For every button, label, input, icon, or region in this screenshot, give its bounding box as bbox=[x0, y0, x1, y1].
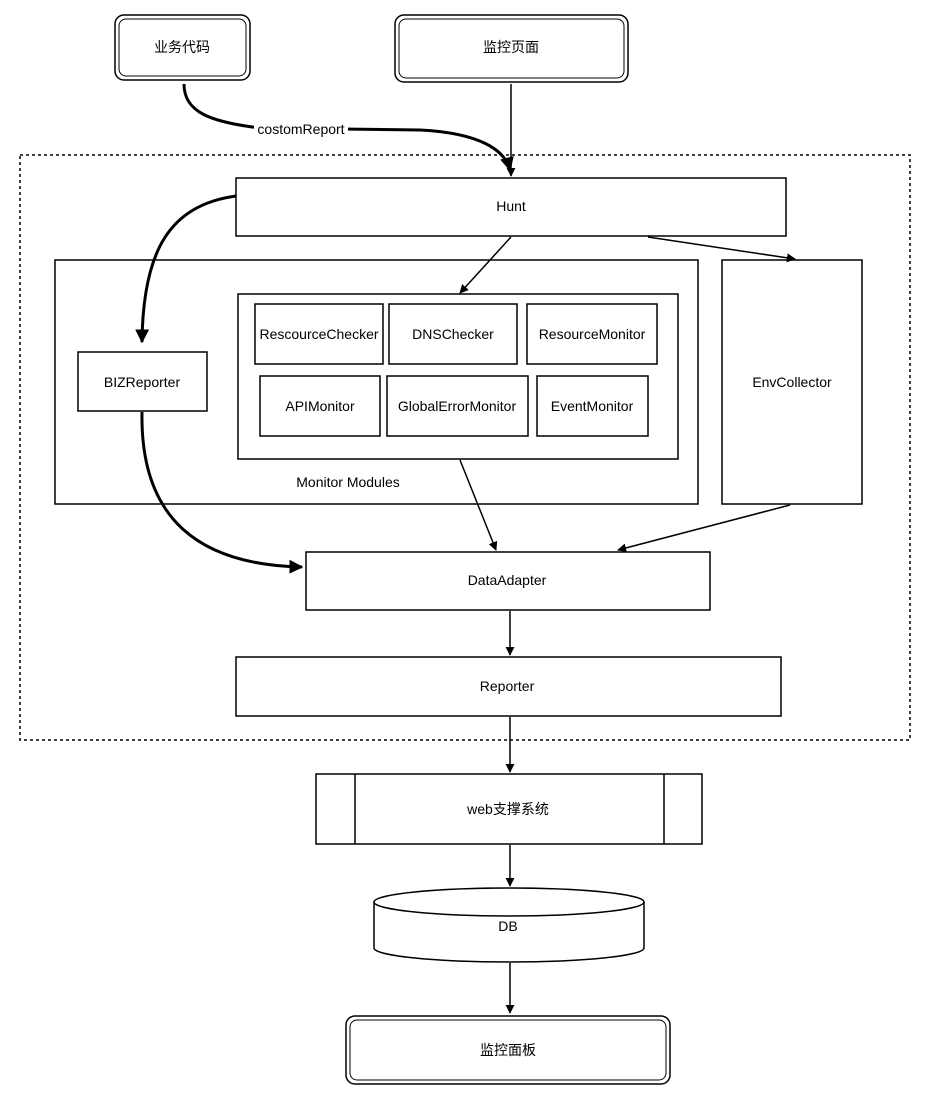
business-code-node: 业务代码 bbox=[114, 14, 251, 81]
edge-hunt-to-env bbox=[647, 236, 796, 263]
db-label: DB bbox=[498, 918, 517, 934]
custom-report-label: costomReport bbox=[257, 121, 344, 137]
global-error-monitor-node: GlobalErrorMonitor bbox=[386, 375, 529, 437]
edge-checkers-to-adapter bbox=[459, 459, 498, 551]
data-adapter-node: DataAdapter bbox=[305, 551, 711, 611]
monitor-page-label: 监控页面 bbox=[483, 39, 539, 55]
edge-label-bg bbox=[254, 120, 348, 138]
data-adapter-label: DataAdapter bbox=[468, 572, 547, 588]
system-boundary bbox=[19, 154, 911, 741]
db-node: DB bbox=[373, 887, 645, 963]
dns-checker-node: DNSChecker bbox=[388, 303, 518, 365]
env-collector-label: EnvCollector bbox=[752, 374, 832, 390]
edge-biz-to-adapter bbox=[140, 411, 304, 574]
resource-checker-node: RescourceChecker bbox=[254, 303, 384, 365]
global-error-monitor-label: GlobalErrorMonitor bbox=[398, 398, 517, 414]
resource-checker-label: RescourceChecker bbox=[259, 326, 378, 342]
reporter-label: Reporter bbox=[480, 678, 535, 694]
web-support-node: web支撑系统 bbox=[315, 773, 703, 845]
biz-reporter-label: BIZReporter bbox=[104, 374, 181, 390]
api-monitor-node: APIMonitor bbox=[259, 375, 381, 437]
business-code-label: 业务代码 bbox=[154, 39, 210, 55]
event-monitor-label: EventMonitor bbox=[551, 398, 634, 414]
monitor-page-node: 监控页面 bbox=[394, 14, 629, 83]
reporter-node: Reporter bbox=[235, 656, 782, 717]
dashboard-label: 监控面板 bbox=[480, 1042, 536, 1058]
env-collector-node: EnvCollector bbox=[721, 259, 863, 505]
edge-env-to-adapter bbox=[617, 504, 791, 553]
api-monitor-label: APIMonitor bbox=[285, 398, 355, 414]
monitor-modules-label: Monitor Modules bbox=[296, 474, 400, 490]
dns-checker-label: DNSChecker bbox=[412, 326, 494, 342]
resource-monitor-label: ResourceMonitor bbox=[539, 326, 646, 342]
biz-reporter-node: BIZReporter bbox=[77, 351, 208, 412]
edge-hunt-to-checkers bbox=[459, 236, 512, 294]
web-support-label: web支撑系统 bbox=[466, 801, 549, 817]
resource-monitor-node: ResourceMonitor bbox=[526, 303, 658, 365]
dashboard-node: 监控面板 bbox=[345, 1015, 671, 1085]
hunt-node: Hunt bbox=[235, 177, 787, 237]
event-monitor-node: EventMonitor bbox=[536, 375, 649, 437]
hunt-label: Hunt bbox=[496, 198, 526, 214]
edge-hunt-to-biz bbox=[135, 194, 237, 344]
